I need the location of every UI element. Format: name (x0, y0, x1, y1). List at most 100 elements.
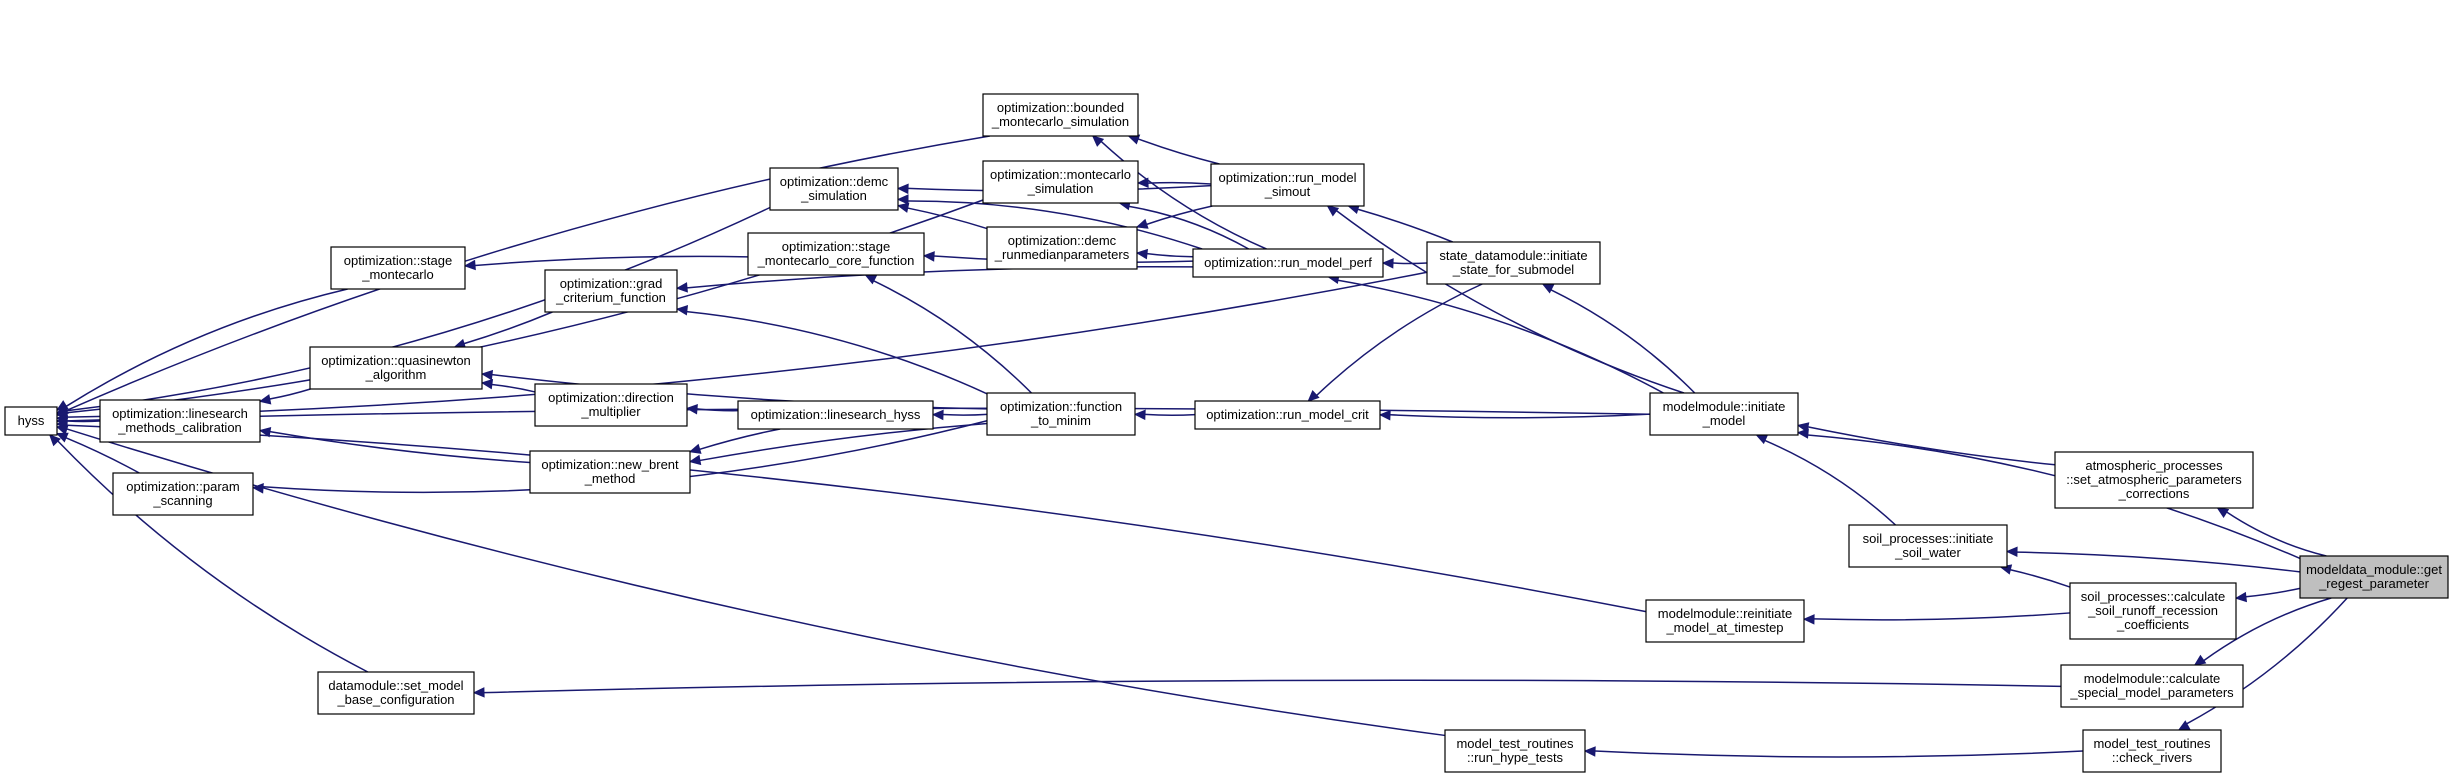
node-label: _state_for_submodel (1452, 262, 1575, 277)
node-box (1192, 248, 1384, 278)
edge-arrowhead (1307, 390, 1320, 402)
edge-arrowhead (2216, 507, 2230, 519)
node-calc-special[interactable]: modelmodule::calculate_special_model_par… (2060, 664, 2244, 708)
node-box (982, 160, 1139, 204)
node-run-model-perf[interactable]: optimization::run_model_perf (1192, 248, 1384, 278)
node-label: _montecarlo_core_function (757, 253, 915, 268)
node-label: optimization::demc (780, 174, 889, 189)
node-soil-calc[interactable]: soil_processes::calculate_soil_runoff_re… (2069, 582, 2237, 640)
node-check-rivers[interactable]: model_test_routines::check_rivers (2082, 729, 2222, 773)
edge-arrowhead (1135, 218, 1149, 229)
node-label: _runmedianparameters (994, 247, 1130, 262)
edge-line (2010, 569, 2071, 588)
node-box (1444, 729, 1586, 773)
edge-arrowhead (675, 304, 689, 316)
edge-arrowhead (1091, 135, 1105, 147)
node-box (2060, 664, 2244, 708)
edge-line (1550, 289, 1696, 394)
node-label: _simulation (1027, 181, 1094, 196)
node-box (4, 406, 58, 436)
edge-line (1389, 413, 1651, 419)
edge-direction_mult-to-quasinewton (480, 378, 536, 393)
edge-run_model_crit-to-function_to_minim (1133, 409, 1196, 421)
node-hyss[interactable]: hyss (4, 406, 58, 436)
edge-stage_mc_core-to-stage_mc (463, 255, 749, 271)
node-label: modelmodule::initiate (1663, 399, 1786, 414)
node-mc-sim[interactable]: optimization::montecarlo_simulation (982, 160, 1139, 204)
node-label: optimization::new_brent (541, 457, 679, 472)
node-box (309, 346, 483, 390)
node-label: optimization::grad (560, 276, 663, 291)
edge-reinitiate_model-to-hyss (55, 419, 1647, 613)
edge-initiate_model-to-run_model_simout (1326, 205, 1685, 394)
node-label: optimization::run_model_perf (1204, 255, 1372, 270)
node-demc-runmedian[interactable]: optimization::demc_runmedianparameters (986, 226, 1138, 270)
node-bounded-mc[interactable]: optimization::bounded_montecarlo_simulat… (982, 93, 1139, 137)
node-box (2054, 451, 2254, 509)
edge-line (269, 388, 311, 400)
node-label: _simulation (800, 188, 867, 203)
node-run-model-crit[interactable]: optimization::run_model_crit (1194, 400, 1381, 430)
node-run-hype-tests[interactable]: model_test_routines::run_hype_tests (1444, 729, 1586, 773)
node-soil-initiate[interactable]: soil_processes::initiate_soil_water (1848, 524, 2008, 568)
edge-line (1144, 413, 1196, 416)
edge-initiate_state-to-run_model_crit (1307, 283, 1483, 402)
edge-stage_mc-to-hyss (55, 288, 348, 411)
node-new-brent[interactable]: optimization::new_brent_method (529, 450, 691, 494)
node-stage-mc-core[interactable]: optimization::stage_montecarlo_core_func… (747, 232, 925, 276)
edge-soil_initiate-to-initiate_model (1755, 434, 1897, 526)
node-label: soil_processes::calculate (2081, 589, 2226, 604)
edge-line (1128, 205, 1250, 250)
node-reinitiate-model[interactable]: modelmodule::reinitiate_model_at_timeste… (1645, 599, 1805, 643)
node-label: _methods_calibration (117, 420, 242, 435)
node-demc-sim[interactable]: optimization::demc_simulation (769, 167, 899, 211)
edge-line (1392, 262, 1428, 265)
node-direction-mult[interactable]: optimization::direction_multiplier (534, 383, 688, 427)
node-function-to-minim[interactable]: optimization::function_to_minim (986, 392, 1136, 436)
edge-arrowhead (2234, 591, 2248, 603)
node-label: _soil_water (1894, 545, 1961, 560)
node-label: optimization::linesearch_hyss (751, 407, 921, 422)
edge-set_atmos-to-initiate_model (1796, 422, 2056, 466)
edge-line (907, 200, 1203, 250)
node-label: optimization::run_model (1218, 170, 1356, 185)
node-quasinewton[interactable]: optimization::quasinewton_algorithm (309, 346, 483, 390)
edge-arrowhead (1326, 205, 1340, 217)
edge-soil_calc-to-soil_initiate (1999, 564, 2071, 588)
node-label: _coefficients (2116, 617, 2190, 632)
node-box (529, 450, 691, 494)
node-label: _algorithm (365, 367, 427, 382)
node-label: optimization::run_model_crit (1206, 407, 1369, 422)
node-initiate-state[interactable]: state_datamodule::initiate_state_for_sub… (1426, 241, 1601, 285)
node-datamodule-set[interactable]: datamodule::set_model_base_configuration (317, 671, 475, 715)
node-label: optimization::linesearch (112, 406, 248, 421)
node-get-regest[interactable]: modeldata_module::get_regest_parameter (2299, 555, 2449, 599)
node-label: optimization::stage (344, 253, 452, 268)
node-stage-mc[interactable]: optimization::stage_montecarlo (330, 246, 466, 290)
edge-arrowhead (480, 378, 494, 390)
edge-line (942, 413, 988, 416)
edge-run_model_simout-to-demc_runmedian (1135, 205, 1213, 229)
node-label: optimization::param (126, 479, 239, 494)
edge-initiate_state-to-run_model_perf (1381, 258, 1428, 269)
node-label: ::set_atmospheric_parameters (2066, 472, 2242, 487)
edge-line (1316, 283, 1483, 396)
edge-line (65, 437, 140, 474)
node-grad-crit[interactable]: optimization::grad_criterium_function (544, 269, 678, 313)
node-initiate-model[interactable]: modelmodule::initiate_model (1649, 392, 1799, 436)
edge-get_regest-to-soil_calc (2234, 587, 2301, 603)
node-param-scanning[interactable]: optimization::param_scanning (112, 472, 254, 516)
edge-line (1335, 210, 1685, 394)
node-label: atmospheric_processes (2085, 458, 2223, 473)
node-label: _montecarlo (361, 267, 434, 282)
edge-line (66, 135, 990, 412)
node-run-model-simout[interactable]: optimization::run_model_simout (1210, 163, 1365, 207)
edge-arrowhead (55, 432, 69, 443)
node-set-atmos[interactable]: atmospheric_processes::set_atmospheric_p… (2054, 451, 2254, 509)
node-linesearch-calib[interactable]: optimization::linesearch_methods_calibra… (99, 399, 261, 443)
edge-line (66, 424, 1647, 613)
edge-initiate_model-to-run_model_perf (1327, 273, 1664, 394)
edge-line (1100, 140, 1267, 250)
node-label: _multiplier (580, 404, 641, 419)
node-linesearch-hyss[interactable]: optimization::linesearch_hyss (737, 400, 934, 430)
